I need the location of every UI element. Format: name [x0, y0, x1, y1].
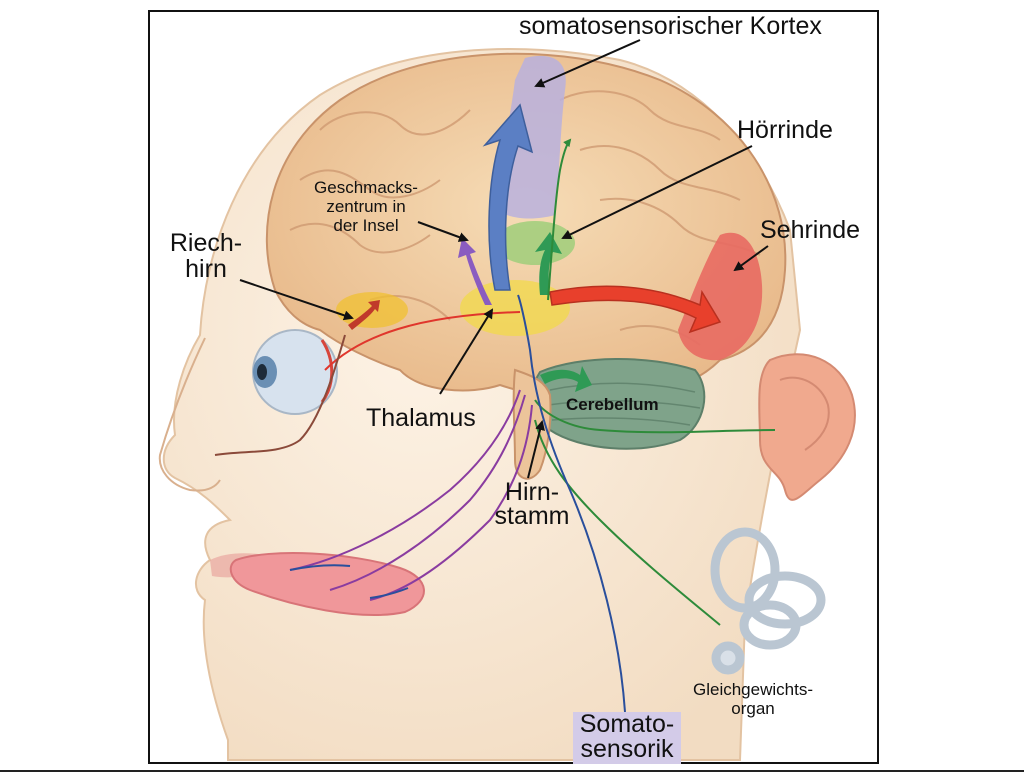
olfactory-pathway-arrow	[348, 300, 380, 330]
leader-taste-center	[417, 221, 469, 242]
somatosensory-cortex-area	[495, 55, 566, 219]
auditory-pathway-arrow	[535, 232, 562, 295]
cerebellum-pathway-arrow	[540, 366, 592, 392]
label-olfactory-line-2: hirn	[185, 255, 227, 283]
label-olfactory-line-1: Riech-	[169, 229, 243, 257]
leader-somatosensory-cortex	[534, 39, 641, 88]
auditory-nerve	[534, 399, 776, 434]
label-brainstem-line-1: Hirn-	[504, 478, 560, 506]
eye	[252, 329, 338, 415]
olfactory-nerve	[214, 334, 346, 456]
label-taste-line-2: zentrum in	[326, 197, 406, 216]
tongue-nerve-branches	[289, 564, 409, 599]
cerebellum-folia	[547, 382, 701, 426]
brain-gyri	[289, 90, 761, 346]
somatosensory-pathway-arrow	[482, 103, 534, 291]
visual-pathway-arrow	[549, 285, 722, 334]
label-vestibular-line-1: Gleichgewichts-	[693, 680, 813, 699]
auditory-cortex-area	[495, 221, 575, 265]
ascending-green-fiber	[547, 138, 572, 301]
label-somatosensory-line-1: Somato-	[579, 710, 675, 738]
label-vestibular-line-2: organ	[731, 699, 775, 718]
leader-visual-cortex	[733, 245, 769, 272]
label-taste-line-3: der Insel	[333, 216, 399, 235]
label-brainstem: Hirn- stamm	[482, 478, 582, 530]
vestibular-organ	[710, 527, 826, 675]
somatosensory-box	[573, 712, 681, 764]
leader-brainstem	[527, 420, 545, 479]
leader-olfactory	[239, 279, 354, 321]
somatosensory-nerve	[517, 294, 626, 713]
bottom-rule	[0, 770, 1024, 772]
label-olfactory: Riech- hirn	[160, 230, 252, 282]
label-auditory-cortex: Hörrinde	[737, 116, 833, 144]
taste-nerve-2	[329, 394, 526, 591]
label-brainstem-line-2: stamm	[494, 502, 570, 530]
label-somatosensory-line-2: sensorik	[580, 735, 674, 763]
leader-thalamus	[439, 308, 494, 395]
label-thalamus: Thalamus	[366, 404, 476, 432]
label-visual-cortex: Sehrinde	[760, 216, 861, 244]
label-taste-line-1: Geschmacks-	[314, 178, 418, 197]
label-taste-center: Geschmacks- zentrum in der Insel	[296, 178, 436, 235]
taste-nerve-3	[369, 404, 533, 601]
vestibular-nerve	[534, 419, 721, 626]
label-cerebellum: Cerebellum	[566, 395, 659, 414]
taste-pathway-arrow	[458, 238, 492, 305]
nose-outline	[158, 337, 221, 492]
leader-auditory-cortex	[561, 145, 753, 239]
label-somatosensory: Somato- sensorik	[567, 712, 687, 762]
label-vestibular-organ: Gleichgewichts- organ	[668, 680, 838, 718]
thalamus-area	[460, 280, 570, 336]
taste-nerve-1	[289, 389, 521, 571]
label-somatosensory-cortex: somatosensorischer Kortex	[519, 12, 822, 40]
